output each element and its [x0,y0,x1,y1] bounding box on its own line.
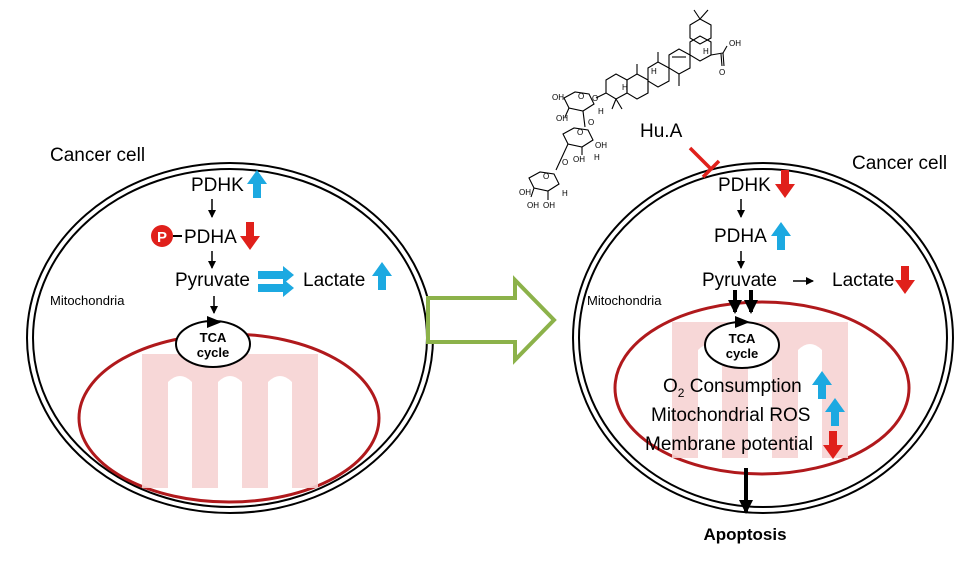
right-lactate-label: Lactate [832,270,894,291]
phospho-symbol: P [157,229,167,246]
right-pdhk-down-arrow [775,170,795,198]
drug-inhibition-bar [701,159,721,179]
right-membrane-label: Membrane potential [645,434,813,455]
right-tca-line2: cycle [726,346,759,361]
right-mito-label: Mitochondria [587,293,662,308]
chem-o-ring3: O [543,172,549,181]
left-pdhk-label: PDHK [191,175,244,196]
chem-h-s2: H [594,153,600,162]
right-pyruvate-label: Pyruvate [702,270,777,291]
left-tca-line2: cycle [197,345,230,360]
right-mitochondrion: Mitochondria TCA cycle O2 Consumption Mi… [587,293,911,476]
left-pyruvate-label: Pyruvate [175,270,250,291]
huA-chemical-structure [528,9,728,200]
chem-h-3: H [622,83,628,92]
o2-suffix: Consumption [684,376,801,397]
chem-o-link: O [592,94,598,103]
chem-oh-s1a: OH [552,93,564,102]
chem-oh-s2b: OH [573,155,585,164]
right-pdha-label: PDHA [714,226,767,247]
chem-o-s1s2: O [588,118,594,127]
left-double-arrow [258,266,294,297]
chem-oh-s1b: OH [556,114,568,123]
left-lactate-up-arrow [372,262,392,290]
drug-label: Hu.A [640,121,683,142]
left-tca-line1: TCA [200,330,227,345]
chem-o-ring2: O [577,128,583,137]
apoptosis-label: Apoptosis [703,525,786,544]
chem-oh-s3c: OH [543,201,555,210]
phospho-circle [151,225,173,247]
left-tca-arrowhead [207,316,222,328]
left-pdha-label: PDHA [184,227,237,248]
chem-oh-acid: OH [729,39,741,48]
right-cell-membrane-outer [572,162,954,514]
o2-subscript: 2 [678,386,685,400]
left-lactate-label: Lactate [303,270,365,291]
chem-oh-s3b: OH [527,201,539,210]
chem-oh-s2a: OH [595,141,607,150]
chem-h-s1: H [598,107,604,116]
o2-prefix: O [663,376,678,397]
left-phospho-badge: P [151,225,182,247]
left-mitochondrion: Mitochondria TCA cycle [50,293,381,504]
right-pdhk-label: PDHK [718,175,771,196]
chem-oh-s3a: OH [519,188,531,197]
drug-inhibition-line [688,146,714,172]
left-cell: Cancer cell Mitochondria TCA cycle PDHK … [26,145,434,514]
right-o2-label: O2 Consumption [663,376,802,400]
chem-h-1: H [703,47,709,56]
left-cell-title: Cancer cell [50,145,145,166]
left-mito-label: Mitochondria [50,293,125,308]
chem-h-s3: H [562,189,568,198]
right-tca-arrowhead [735,316,750,328]
right-cell-title: Cancer cell [852,153,947,174]
transition-arrow [426,275,557,365]
right-ros-label: Mitochondrial ROS [651,405,810,426]
huA-chemical-labels: OH O O H H H O OH OH H O O OH OH O H O O… [519,39,741,210]
right-lactate-down-arrow [895,266,915,294]
chem-o-s2s3: O [562,158,568,167]
left-mito-cristae [142,354,318,488]
right-pdha-up-arrow [771,222,791,250]
left-pdha-down-arrow [240,222,260,250]
right-tca-line1: TCA [729,331,756,346]
right-cell-membrane-inner [578,168,948,508]
chem-o-acid: O [719,68,725,77]
chem-h-2: H [651,67,657,76]
right-cell: Cancer cell Mitochondria TCA cycle O2 Co… [572,121,954,544]
chem-o-ring1: O [578,92,584,101]
left-pdhk-up-arrow [247,170,267,198]
